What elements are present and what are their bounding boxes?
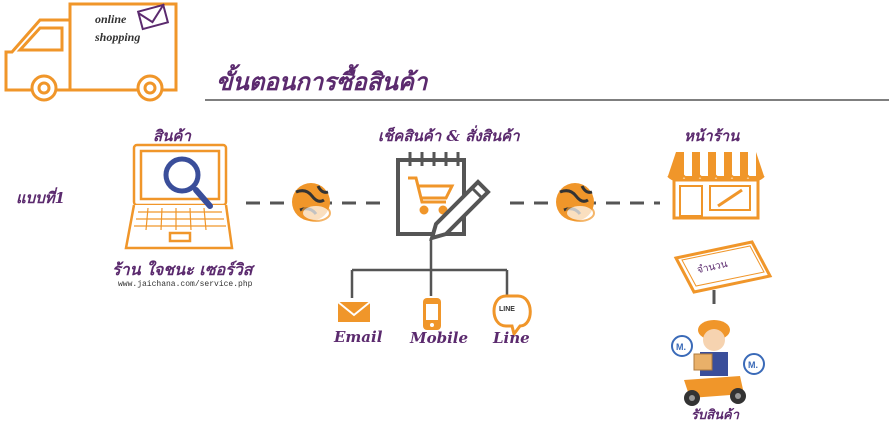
order-clipboard-icon [396,152,491,241]
step-receive-label: รับสินค้า [691,408,740,423]
line-badge: LINE [499,306,515,313]
delivery-scooter-icon: M. M. [671,320,765,406]
step-product-label: สินค้า [153,127,191,145]
cart-icon [408,176,455,215]
channel-line-label: Line [493,329,530,347]
pencil-icon [429,179,491,241]
step-storefront-label: หน้าร้าน [684,127,740,145]
logo-line-1: online [95,12,127,26]
svg-text:M.: M. [676,342,686,352]
channel-mobile-label: Mobile [410,329,469,347]
shop-name: ร้าน ใจชนะ เซอร์วิส [112,260,253,279]
svg-text:M.: M. [748,360,758,370]
channel-email-label: Email [334,328,383,346]
page-title: ขั้นตอนการซื้อสินค้า [216,67,428,96]
magnifier-icon [163,156,213,209]
globe-icon [556,183,595,222]
globe-icon [292,183,331,222]
email-icon [337,301,371,322]
row-label: แบบที่1 [16,189,66,207]
shop-url: www.jaichana.com/service.php [118,280,253,289]
logo-line-2: shopping [95,30,141,44]
receipt-slip-icon [673,240,773,294]
step-check-label: เช็คสินค้า & สั่งสินค้า [378,127,520,145]
envelope-logo-icon [136,3,170,31]
channel-connector [350,238,509,298]
line-icon [492,294,532,338]
mobile-icon [423,298,441,330]
storefront-icon [667,152,765,220]
logo-text: online shopping [95,10,140,46]
